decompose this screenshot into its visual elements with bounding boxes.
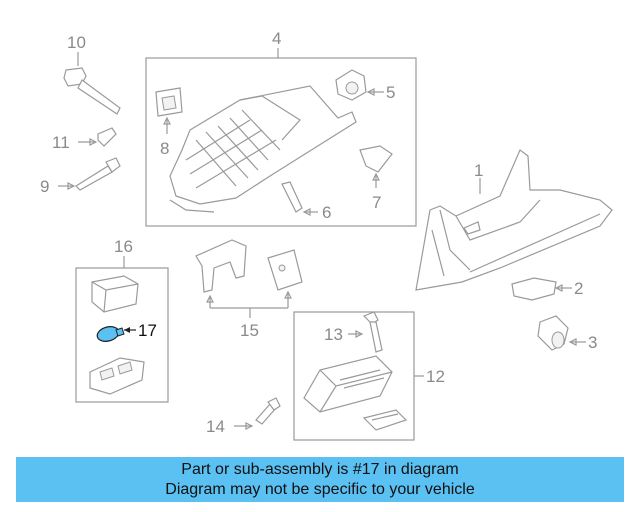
callout-2: 2: [574, 279, 583, 298]
part-6: [281, 181, 318, 216]
part-11: [78, 127, 117, 147]
part-7: [359, 145, 393, 188]
callout-14: 14: [206, 417, 225, 436]
callout-12: 12: [426, 367, 445, 386]
part-13: [348, 311, 383, 353]
part-2: [511, 277, 572, 301]
callout-9: 9: [40, 177, 49, 196]
callout-17: 17: [138, 321, 157, 340]
part-4-housing: [169, 85, 357, 213]
callout-7: 7: [372, 193, 381, 212]
part-16-lens: [91, 275, 139, 313]
group-box-4: [145, 57, 417, 227]
part-8: [155, 87, 183, 134]
callout-13: 13: [324, 325, 343, 344]
callout-11: 11: [52, 133, 70, 152]
info-banner: Part or sub-assembly is #17 in diagram D…: [16, 457, 624, 502]
banner-line-1: Part or sub-assembly is #17 in diagram: [181, 461, 459, 478]
callout-10: 10: [67, 33, 86, 52]
part-5: [335, 69, 384, 101]
part-10: [63, 52, 121, 115]
callout-15: 15: [240, 321, 259, 340]
part-15: [195, 239, 303, 318]
part-9: [58, 157, 121, 191]
part-3: [537, 315, 586, 351]
callout-16: 16: [114, 237, 133, 256]
callout-1: 1: [474, 161, 483, 180]
part-17-bulb: [96, 326, 136, 342]
callout-8: 8: [160, 139, 169, 158]
callout-6: 6: [322, 203, 331, 222]
part-16-housing: [89, 357, 145, 395]
part-1: [415, 149, 613, 291]
banner-line-2: Diagram may not be specific to your vehi…: [165, 481, 475, 498]
callout-4: 4: [272, 29, 281, 48]
callout-3: 3: [588, 333, 597, 352]
part-12-lock: [303, 355, 408, 431]
callout-5: 5: [386, 83, 395, 102]
group-box-16: [75, 267, 169, 403]
part-14: [234, 397, 281, 430]
parts-diagram: 10 11 9 4 8: [40, 29, 613, 441]
